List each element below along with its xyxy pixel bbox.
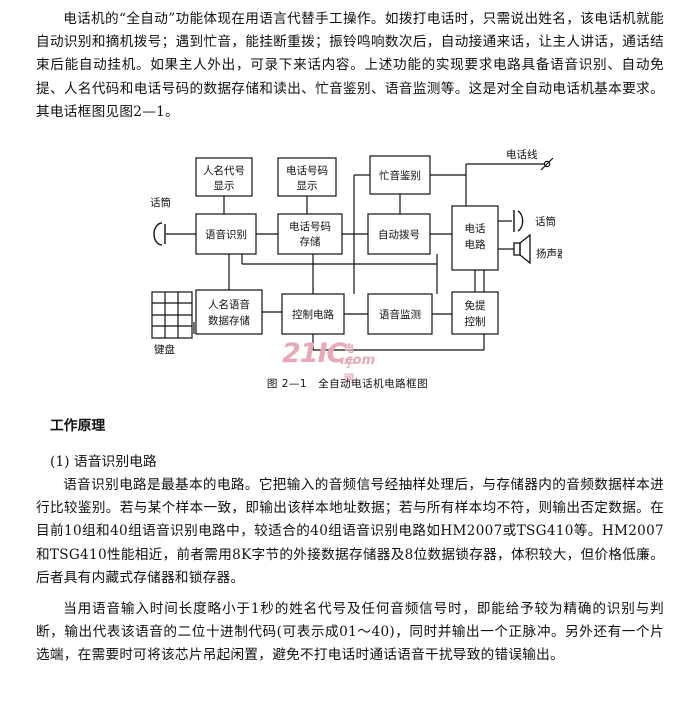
label-handsfree-control-1: 免提 (465, 299, 486, 312)
microphone-icon (153, 222, 166, 246)
handset-icon (513, 210, 524, 232)
watermark-sub-text: 电子网 (344, 344, 354, 385)
label-handset: 话筒 (535, 215, 556, 228)
label-phone-number-storage-1: 电话号码 (289, 220, 331, 233)
label-handsfree-control-2: 控制 (465, 315, 486, 328)
block-phone-number-storage (277, 213, 343, 255)
watermark-domain-text: .com (340, 353, 376, 368)
label-auto-dial: 自动拨号 (378, 228, 420, 241)
keyboard-icon (151, 291, 193, 339)
label-name-voice-storage-1: 人名语音 (208, 298, 250, 311)
watermark-logo-text: 21IC (282, 338, 346, 369)
label-phone-number-display-2: 显示 (297, 180, 318, 192)
subsection-title: (1) 语音识别电路 (50, 454, 157, 470)
label-phone-circuit-1: 电话 (465, 222, 486, 235)
body-paragraph-1: 语音识别电路是最基本的电路。它把输入的音频信号经抽样处理后，与存储器内的音频数据… (36, 477, 664, 586)
intro-paragraph: 电话机的“全自动”功能体现在用语言代替手工操作。如拨打电话时，只需说出姓名，该电… (36, 11, 664, 120)
label-phone-number-display-1: 电话号码 (286, 164, 328, 177)
label-busy-tone-detect: 忙音鉴别 (379, 169, 421, 182)
label-keyboard: 键盘 (154, 343, 175, 356)
label-speech-recognition: 语音识别 (205, 228, 247, 241)
speaker-icon (513, 233, 531, 265)
figure-caption: 图 2—1 全自动电话机电路框图 (266, 378, 429, 390)
label-microphone: 话筒 (150, 196, 171, 209)
block-phone-circuit (451, 205, 499, 271)
label-phone-number-storage-2: 存储 (300, 235, 321, 248)
label-voice-monitor: 语音监测 (379, 308, 421, 321)
phone-line-terminal-icon (540, 157, 554, 171)
circuit-block-diagram: 人名代号 显示 电话号码 显示 忙音鉴别 语音识别 电话号码 存储 自动拨号 电… (150, 148, 562, 356)
label-phone-line: 电话线 (506, 148, 538, 161)
label-name-code-display-2: 显示 (214, 180, 235, 192)
label-speaker: 扬声器 (536, 247, 562, 260)
label-name-code-display-1: 人名代号 (203, 164, 245, 177)
body-paragraph-2: 当用语音输入时间长度略小于1秒的姓名代号及任何音频信号时，即能给予较为精确的识别… (36, 601, 664, 664)
site-watermark: 21IC 电子网 .com (282, 338, 375, 385)
label-control-circuit: 控制电路 (292, 308, 334, 321)
block-name-voice-storage (195, 289, 263, 335)
label-name-voice-storage-2: 数据存储 (208, 314, 250, 327)
section-title: 工作原理 (50, 418, 106, 434)
label-phone-circuit-2: 电路 (465, 238, 486, 251)
